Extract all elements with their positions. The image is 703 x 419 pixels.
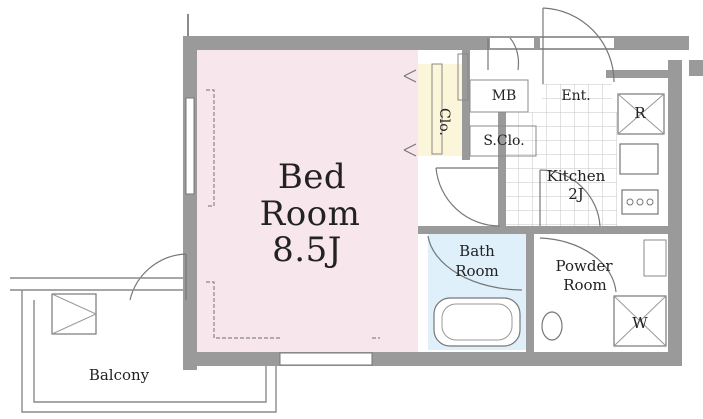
bedroom-area (196, 50, 418, 352)
mb-label: MB (491, 88, 517, 104)
bathroom-name: Bath (459, 242, 495, 260)
bedroom-name-2: Room (259, 194, 361, 234)
bathroom-name-2: Room (455, 262, 499, 280)
bedroom-name: Bed (277, 157, 347, 197)
powder-room-name-2: Room (563, 276, 607, 294)
washer-label: W (632, 314, 648, 332)
shoe-closet-label: S.Clo. (483, 133, 525, 149)
entrance-tile (542, 84, 612, 112)
closet-label: Clo. (436, 108, 452, 136)
kitchen-name: Kitchen (546, 167, 606, 185)
entrance-label: Ent. (561, 88, 591, 104)
closet-area (418, 64, 462, 156)
refrigerator-label: R (634, 104, 646, 122)
bedroom-size: 8.5J (272, 230, 342, 270)
powder-room-name: Powder (555, 257, 613, 275)
kitchen-tile (505, 112, 617, 230)
balcony-outline (10, 277, 277, 413)
kitchen-size: 2J (568, 185, 584, 203)
balcony-label: Balcony (88, 366, 150, 384)
door-swings (129, 7, 617, 301)
